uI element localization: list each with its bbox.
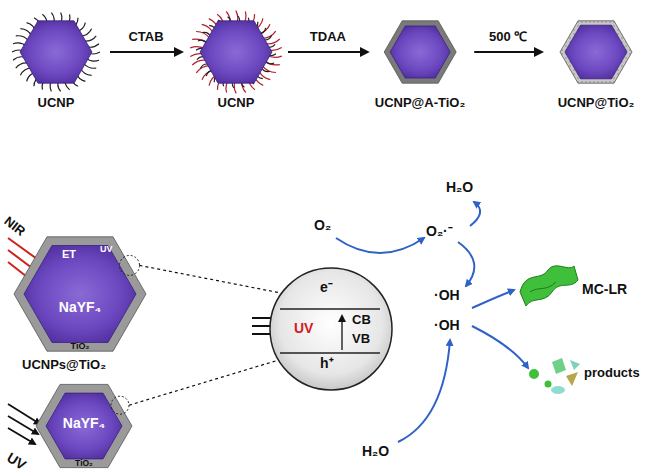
particle-node: UCNP@A-TiO₂ bbox=[372, 8, 468, 116]
particle-node: UCNP bbox=[188, 8, 284, 116]
node-text: VB bbox=[352, 332, 370, 346]
hexagon-particle bbox=[14, 237, 146, 351]
node-text: UCNP bbox=[38, 96, 75, 110]
zoom-marker bbox=[120, 255, 140, 275]
ligand-chains bbox=[196, 16, 276, 88]
hexagon-particle bbox=[560, 21, 632, 83]
node-text: UCNP bbox=[218, 96, 255, 110]
uv-arrows-left bbox=[8, 404, 40, 444]
band-lines bbox=[280, 309, 380, 353]
particle-node: UCNP bbox=[8, 8, 104, 116]
annotation-label: ·OH bbox=[434, 288, 460, 303]
particle-node: UCNP@TiO₂ bbox=[548, 8, 644, 116]
annotation-label: ET bbox=[62, 248, 76, 260]
annotation-label: O₂·⁻ bbox=[426, 224, 453, 239]
hexagon-particle bbox=[36, 384, 132, 467]
annotation-label: UV bbox=[4, 450, 29, 473]
annotation-label: NIR bbox=[1, 214, 27, 239]
node-text: UCNPs@TiO₂ bbox=[22, 358, 106, 372]
annotation-label: H₂O bbox=[446, 180, 473, 195]
process-arrow bbox=[288, 51, 368, 53]
process-arrow bbox=[110, 51, 182, 53]
node-text: TiO₂ bbox=[75, 459, 93, 468]
annotation-label: MC-LR bbox=[582, 282, 627, 297]
hexagon-particle bbox=[384, 21, 456, 83]
node-text: UV bbox=[294, 321, 313, 336]
product-fragments bbox=[529, 358, 580, 394]
annotation-label: H₂O bbox=[362, 444, 389, 459]
ligand-chains bbox=[190, 11, 282, 94]
annotation-label: products bbox=[584, 366, 640, 380]
particle-node: NaYF₄ TiO₂ bbox=[12, 382, 162, 470]
particle-node: NaYF₄ TiO₂ UCNPs@TiO₂ bbox=[8, 222, 158, 382]
ligand-chains bbox=[12, 13, 100, 92]
zoom-line bbox=[140, 265, 282, 293]
mc-lr-molecule bbox=[520, 266, 578, 306]
node-text: h⁺ bbox=[320, 356, 334, 371]
hexagon-particle bbox=[200, 21, 272, 83]
annotation-label: ·OH bbox=[434, 318, 460, 333]
node-text: TiO₂ bbox=[71, 342, 90, 351]
process-arrow bbox=[474, 51, 542, 53]
zoom-marker bbox=[111, 396, 129, 414]
node-text: UCNP@A-TiO₂ bbox=[375, 96, 465, 110]
band-diagram-circle: e⁻ CB UV VB h⁺ bbox=[268, 266, 394, 392]
node-text: e⁻ bbox=[320, 280, 333, 295]
node-text: CB bbox=[352, 313, 371, 327]
step-label: TDAA bbox=[310, 30, 346, 44]
node-text: NaYF₄ bbox=[59, 300, 101, 315]
step-label: 500 ℃ bbox=[489, 30, 527, 44]
annotation-label: O₂ bbox=[314, 218, 331, 233]
annotation-label: UV bbox=[100, 245, 113, 255]
zoom-line bbox=[129, 360, 278, 405]
reaction-arrows bbox=[336, 202, 528, 442]
node-text: NaYF₄ bbox=[63, 416, 105, 431]
band-circle bbox=[270, 268, 392, 390]
hexagon-particle bbox=[20, 21, 92, 83]
step-label: CTAB bbox=[128, 30, 163, 44]
node-text: UCNP@TiO₂ bbox=[558, 96, 635, 110]
